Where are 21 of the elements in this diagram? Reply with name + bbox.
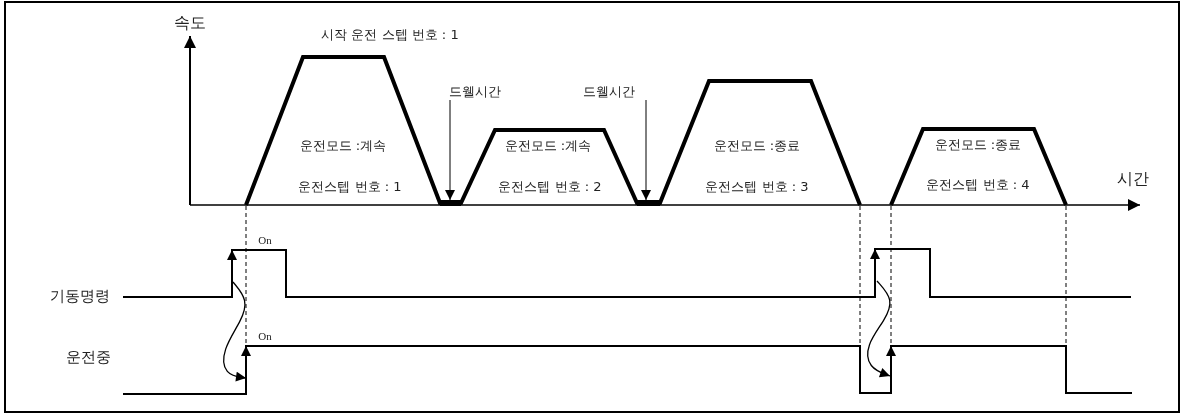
- signal-name: 운전중: [65, 349, 111, 365]
- dwell-time-label: 드웰시간: [449, 84, 513, 100]
- step-number-label: 운전스텝 번호 : 4: [926, 177, 1030, 193]
- dwell-time-label: 드웰시간: [583, 84, 647, 100]
- state-label: On: [258, 233, 272, 248]
- start-step-label: 시작 운전 스텝 번호 : 1: [321, 27, 459, 43]
- dwell-segment: [440, 200, 461, 206]
- step-number-label: 운전스텝 번호 : 3: [705, 179, 809, 195]
- mode-label: 운전모드 :계속: [504, 138, 592, 154]
- axis-label: 속도: [174, 15, 206, 31]
- axis-label: 시간: [1117, 171, 1149, 187]
- step-number-label: 운전스텝 번호 : 2: [498, 179, 602, 195]
- mode-label: 운전모드 :종료: [713, 138, 801, 154]
- signal-name: 기동명령: [50, 288, 110, 304]
- state-label: On: [258, 329, 272, 344]
- leader-arrow: [641, 99, 651, 201]
- mode-label: 운전모드 :종료: [934, 137, 1022, 153]
- dwell-segment: [637, 200, 660, 206]
- step-number-label: 운전스텝 번호 : 1: [298, 179, 402, 195]
- mode-label: 운전모드 :계속: [299, 138, 387, 154]
- leader-arrow: [445, 99, 455, 201]
